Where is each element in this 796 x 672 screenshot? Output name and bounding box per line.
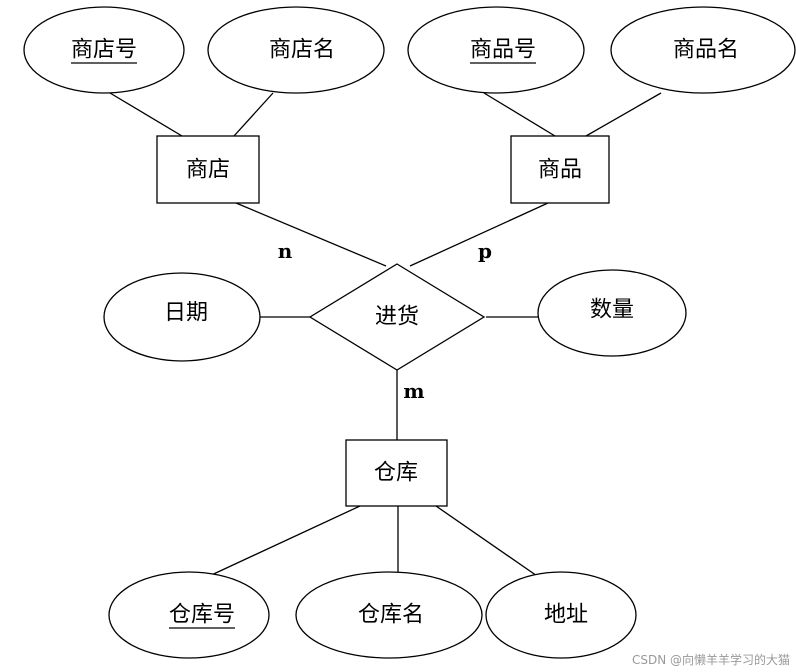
entity-product-label: 商品 (538, 158, 582, 183)
watermark: CSDN @向懒羊羊学习的大猫 (632, 652, 790, 667)
relationship-purchase-label: 进货 (375, 305, 419, 330)
attribute-date: 日期 (103, 272, 261, 362)
attribute-date-label: 日期 (164, 301, 208, 326)
cardinality-product: p (478, 239, 492, 263)
entity-store: 商店 (156, 135, 260, 204)
attribute-warehouse-id-label: 仓库号 (169, 603, 235, 628)
attribute-warehouse-id: 仓库号 (108, 571, 270, 659)
attribute-quantity: 数量 (537, 269, 687, 357)
edge-address (435, 505, 541, 579)
attribute-product-id: 商品号 (407, 6, 585, 94)
attribute-store-name: 商店名 (207, 6, 385, 94)
attribute-quantity-label: 数量 (590, 298, 634, 323)
cardinality-store: n (278, 239, 293, 263)
edge-store-relationship (235, 202, 387, 267)
entity-product: 商品 (510, 135, 610, 204)
attribute-product-name: 商品名 (610, 6, 796, 94)
attribute-store-id-label: 商店号 (71, 38, 137, 63)
entity-warehouse: 仓库 (345, 439, 448, 507)
attribute-warehouse-name-label: 仓库名 (358, 603, 424, 628)
edge-product-name (585, 92, 662, 137)
attribute-address-label: 地址 (544, 603, 588, 628)
edge-warehouse-id (204, 505, 361, 579)
entity-store-label: 商店 (186, 158, 230, 183)
attribute-store-name-label: 商店名 (269, 38, 335, 63)
attribute-address: 地址 (485, 571, 637, 659)
attribute-product-id-label: 商品号 (470, 38, 536, 63)
edge-store-id (109, 92, 183, 137)
edge-store-name (233, 92, 274, 137)
attribute-warehouse-name: 仓库名 (295, 571, 483, 659)
relationship-purchase: 进货 (308, 263, 486, 371)
connectors (109, 92, 662, 579)
edge-product-relationship (409, 202, 549, 267)
attribute-product-name-label: 商品名 (673, 38, 739, 63)
attribute-store-id: 商店号 (23, 6, 185, 94)
entity-warehouse-label: 仓库 (374, 461, 418, 486)
cardinality-warehouse: m (403, 379, 424, 403)
edge-product-id (483, 92, 556, 137)
